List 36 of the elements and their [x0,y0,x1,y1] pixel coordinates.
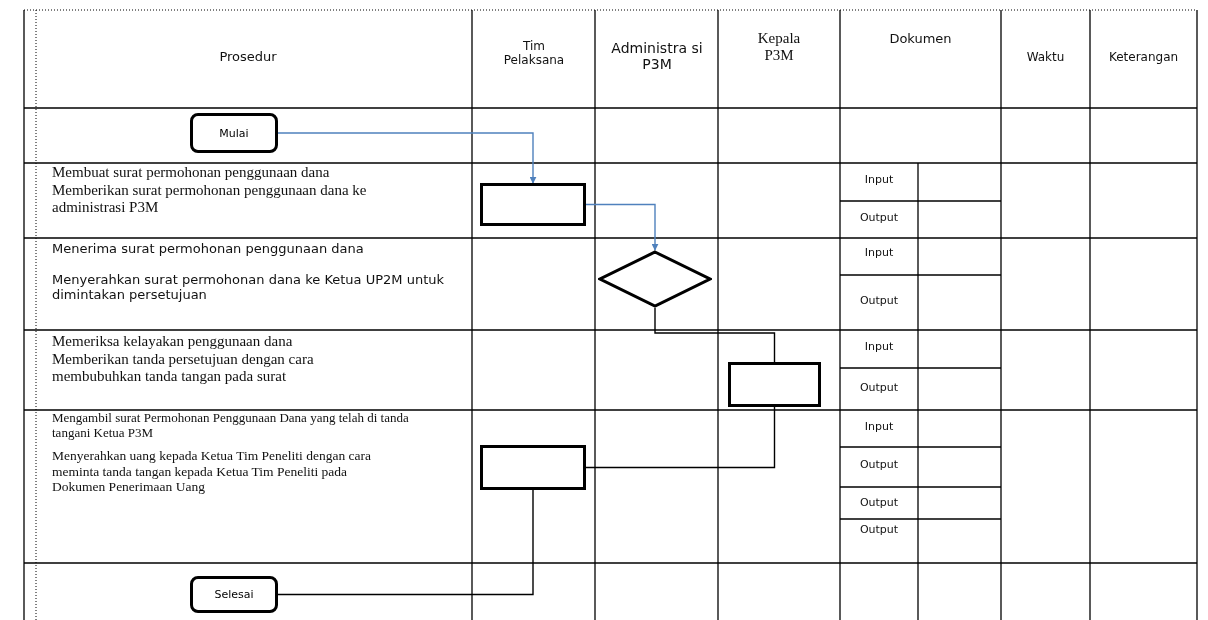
step-text: Menyerahkan surat permohonan dana ke Ketua UP2M untuk dimintakan persetujuan [52,273,446,303]
column-header: Waktu [1025,51,1066,65]
column-header: Dokumen [888,32,953,47]
decision-diamond [598,250,712,308]
process-box [480,445,586,490]
step-text: Memberikan surat permohonan penggunaan dana ke administrasi P3M [52,182,368,217]
column-header: Prosedur [218,50,278,65]
step-text: Memberikan tanda persetujuan dengan cara membubuhkan tanda tangan pada surat [52,351,315,386]
column-header: Kepala P3M [756,30,802,65]
document-cell-label: Output [858,212,900,225]
column-header: Administra si P3M [610,40,704,73]
connector-line [585,406,776,469]
document-cell-label: Input [863,421,895,434]
document-cell-label: Input [863,341,895,354]
step-text: Menerima surat permohonan penggunaan dana [52,242,365,257]
process-box [480,183,586,226]
arrow [585,203,659,251]
column-header: Tim Pelaksana [502,40,566,68]
step-text: Mengambil surat Permohonan Penggunaan Dana yang telah di tanda tangani Ketua P3M [52,411,410,441]
document-cell-label: Output [858,524,900,537]
connector-line [654,307,776,363]
terminal-box: Selesai [190,576,278,613]
document-cell-label: Output [858,295,900,308]
step-text: Membuat surat permohonan penggunaan dana [52,164,331,182]
column-header: Keterangan [1107,51,1180,65]
terminal-box: Mulai [190,113,278,153]
document-cell-label: Output [858,382,900,395]
document-cell-label: Input [863,174,895,187]
step-text: Memeriksa kelayakan penggunaan dana [52,333,294,351]
process-box [728,362,821,407]
arrow [277,132,537,184]
document-cell-label: Input [863,247,895,260]
step-text: Menyerahkan uang kepada Ketua Tim Peneliti dengan cara meminta tanda tangan kepada Ketua Tim Peneliti pada Dokumen Penerimaan Uang [52,448,373,495]
document-cell-label: Output [858,459,900,472]
document-cell-label: Output [858,497,900,510]
connector-line [277,489,534,596]
